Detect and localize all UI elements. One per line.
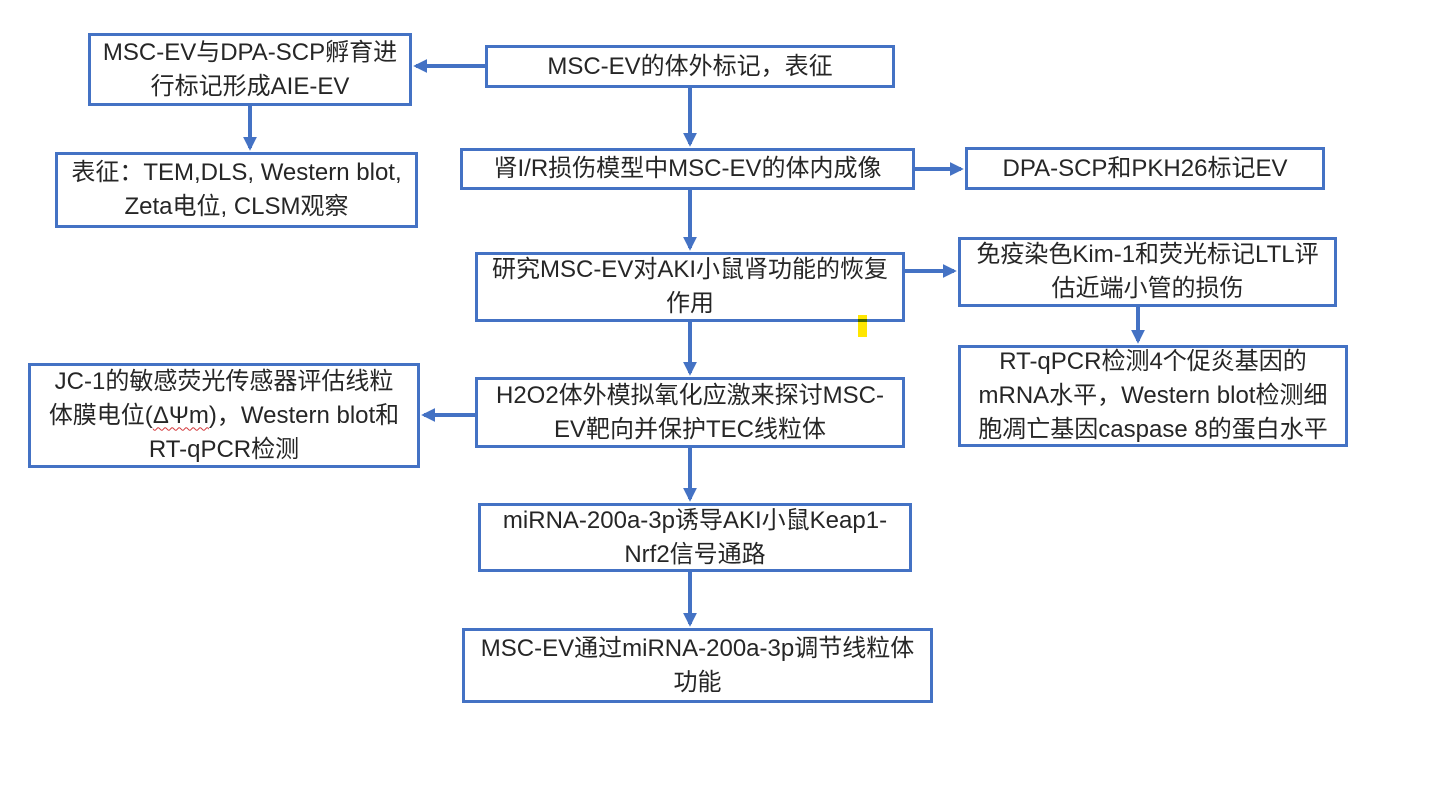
flow-box-text: miRNA-200a-3p诱导AKI小鼠Keap1-: [502, 506, 888, 534]
yellow-highlight-mark: [858, 315, 867, 337]
flow-box-kim1-ltl: 免疫染色Kim-1和荧光标记LTL评 估近端小管的损伤: [958, 237, 1337, 307]
flow-box-text: 估近端小管的损伤: [1051, 275, 1244, 302]
flow-box-text: JC-1的敏感荧光传感器评估线粒: [54, 367, 394, 395]
flow-box-pkh26-labeling: DPA-SCP和PKH26标记EV: [965, 147, 1325, 190]
flow-box-text: 研究MSC-EV对AKI小鼠肾功能的恢复: [491, 256, 889, 283]
flow-box-text: 表征：TEM,DLS, Western blot,: [71, 159, 402, 186]
flow-box-text: MSC-EV通过miRNA-200a-3p调节线粒体: [480, 634, 915, 662]
flow-box-mirna-keap1-nrf2: miRNA-200a-3p诱导AKI小鼠Keap1- Nrf2信号通路: [478, 503, 912, 572]
flow-box-text: MSC-EV的体外标记，表征: [547, 52, 833, 80]
flow-box-characterization: 表征：TEM,DLS, Western blot, Zeta电位, CLSM观察: [55, 152, 418, 228]
flow-box-text: 行标记形成AIE-EV: [150, 72, 350, 100]
flow-box-text: 胞凋亡基因caspase 8的蛋白水平: [978, 416, 1328, 443]
flow-box-aki-recovery: 研究MSC-EV对AKI小鼠肾功能的恢复 作用: [475, 252, 905, 322]
flow-box-invivo-imaging: 肾I/R损伤模型中MSC-EV的体内成像: [460, 148, 915, 190]
flow-box-text: mRNA水平，Western blot检测细: [978, 382, 1328, 409]
flow-box-text-segment: 体膜电位(: [48, 401, 153, 429]
flow-box-text: 体膜电位(ΔΨm)，Western blot和: [49, 399, 399, 433]
flow-box-text: DPA-SCP和PKH26标记EV: [1002, 154, 1288, 182]
flow-box-jc1-sensor: JC-1的敏感荧光传感器评估线粒 体膜电位(ΔΨm)，Western blot和…: [28, 363, 420, 468]
flow-box-text: RT-qPCR检测: [148, 435, 300, 463]
spellcheck-underline-term: ΔΨm: [152, 401, 209, 429]
flow-box-text: Zeta电位, CLSM观察: [124, 193, 349, 220]
flow-box-text: 肾I/R损伤模型中MSC-EV的体内成像: [493, 155, 882, 182]
flow-box-text: 作用: [666, 290, 714, 317]
flow-box-text: EV靶向并保护TEC线粒体: [553, 415, 826, 443]
flow-box-text: RT-qPCR检测4个促炎基因的: [999, 348, 1307, 375]
flow-box-mitochondrial-function: MSC-EV通过miRNA-200a-3p调节线粒体 功能: [462, 628, 933, 703]
flow-box-aie-labeling: MSC-EV与DPA-SCP孵育进 行标记形成AIE-EV: [88, 33, 412, 106]
flow-box-rtqpcr-western: RT-qPCR检测4个促炎基因的 mRNA水平，Western blot检测细 …: [958, 345, 1348, 447]
flow-box-text: Nrf2信号通路: [624, 540, 766, 568]
flow-box-text-segment: )，Western blot和: [208, 401, 400, 429]
flow-box-text: MSC-EV与DPA-SCP孵育进: [102, 38, 398, 66]
flow-box-h2o2-oxidative-stress: H2O2体外模拟氧化应激来探讨MSC- EV靶向并保护TEC线粒体: [475, 377, 905, 448]
flow-box-text: 功能: [673, 668, 722, 696]
flow-box-invitro-labeling: MSC-EV的体外标记，表征: [485, 45, 895, 88]
flow-box-text: 免疫染色Kim-1和荧光标记LTL评: [976, 241, 1319, 268]
flow-box-text: H2O2体外模拟氧化应激来探讨MSC-: [495, 381, 885, 409]
